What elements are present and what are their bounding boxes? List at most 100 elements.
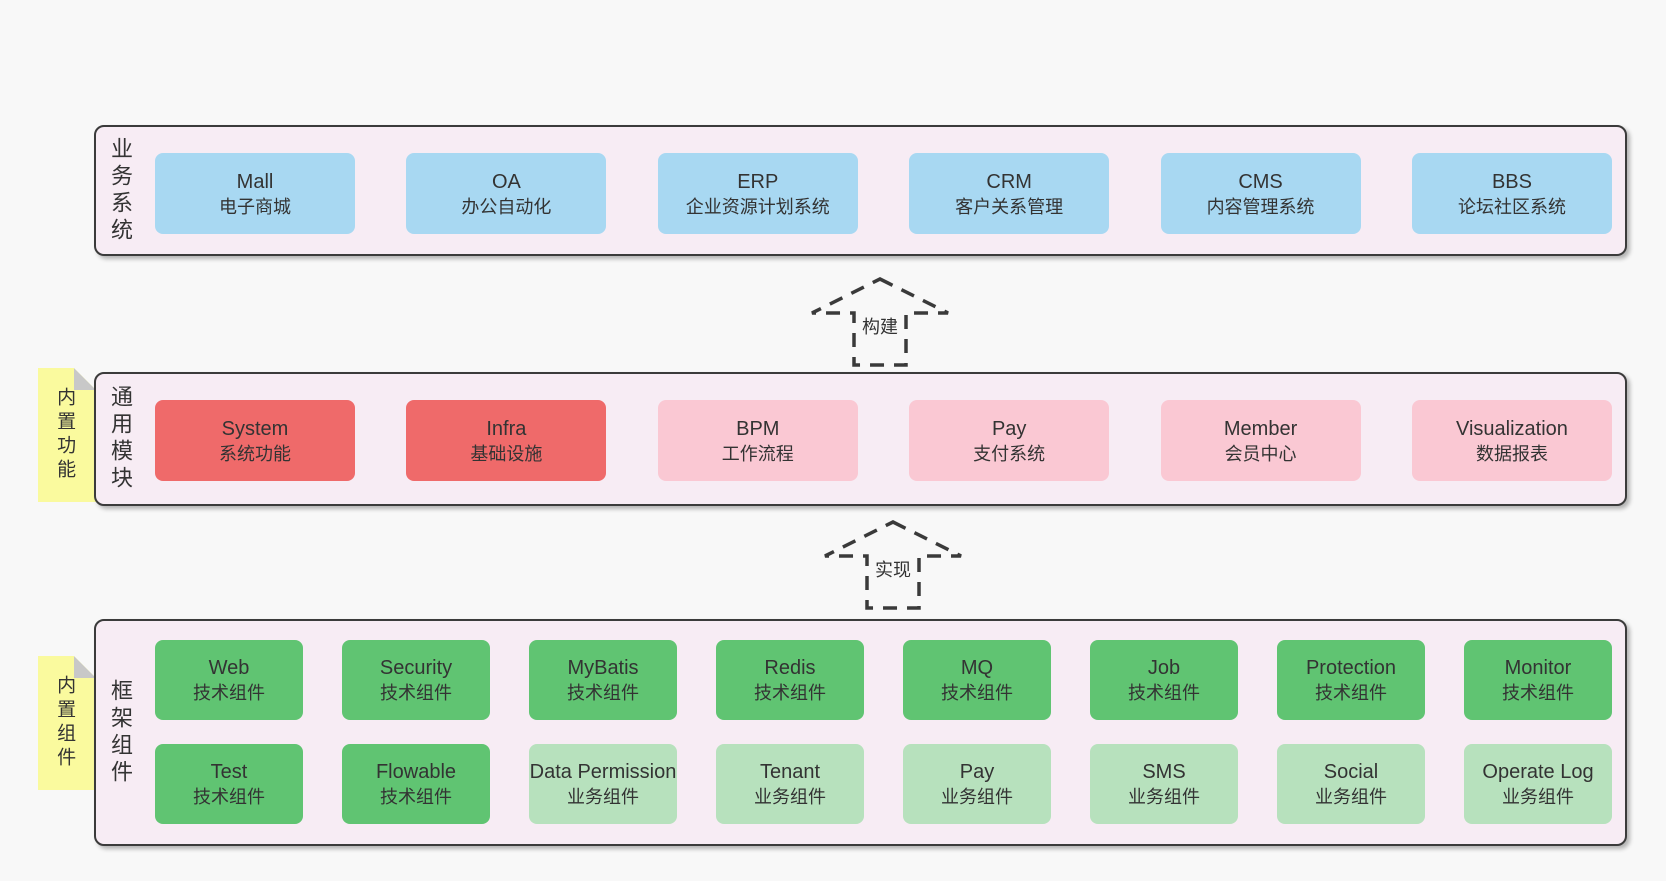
note-built-in-features: 内置功能	[38, 368, 96, 502]
box-web: Web 技术组件	[155, 640, 303, 720]
box-crm: CRM 客户关系管理	[909, 153, 1110, 234]
box-subtitle: 内容管理系统	[1206, 196, 1315, 217]
box-subtitle: 业务组件	[754, 787, 826, 807]
arrow-up-icon	[824, 520, 962, 610]
layer-common-modules: 通用模块 System 系统功能 Infra 基础设施 BPM 工作流程 Pay…	[94, 372, 1627, 506]
box-social: Social 业务组件	[1277, 744, 1425, 824]
box-visualization: Visualization 数据报表	[1411, 400, 1612, 481]
box-pay-component: Pay 业务组件	[903, 744, 1051, 824]
box-title: Mall	[236, 170, 274, 193]
box-subtitle: 支付系统	[973, 443, 1046, 464]
layer-label: 框架组件	[108, 678, 133, 787]
note-built-in-components: 内置组件	[38, 656, 96, 790]
box-subtitle: 企业资源计划系统	[685, 196, 830, 217]
layer-label: 业务系统	[108, 136, 133, 245]
box-test: Test 技术组件	[155, 744, 303, 824]
box-subtitle: 技术组件	[193, 683, 265, 703]
arrow-up-icon	[811, 277, 949, 367]
box-title: Protection	[1305, 657, 1397, 679]
box-subtitle: 业务组件	[941, 787, 1013, 807]
box-subtitle: 办公自动化	[461, 196, 552, 217]
box-oa: OA 办公自动化	[406, 153, 607, 234]
box-mq: MQ 技术组件	[903, 640, 1051, 720]
box-job: Job 技术组件	[1090, 640, 1238, 720]
box-subtitle: 数据报表	[1475, 443, 1548, 464]
box-title: Infra	[486, 417, 527, 440]
note-label: 内置组件	[54, 675, 76, 771]
box-title: MQ	[960, 657, 994, 679]
box-subtitle: 技术组件	[193, 787, 265, 807]
box-subtitle: 基础设施	[470, 443, 543, 464]
box-title: Pay	[991, 417, 1027, 440]
layer-business-systems: 业务系统 Mall 电子商城 OA 办公自动化 ERP 企业资源计划系统 CRM…	[94, 125, 1627, 256]
box-subtitle: 技术组件	[380, 683, 452, 703]
box-title: OA	[491, 170, 521, 193]
box-title: SMS	[1142, 761, 1186, 783]
box-subtitle: 技术组件	[941, 683, 1013, 703]
box-subtitle: 技术组件	[567, 683, 639, 703]
box-subtitle: 业务组件	[567, 787, 639, 807]
box-cms: CMS 内容管理系统	[1160, 153, 1361, 234]
box-subtitle: 系统功能	[219, 443, 291, 464]
note-label: 内置功能	[54, 387, 76, 483]
box-title: BBS	[1491, 170, 1532, 193]
box-subtitle: 电子商城	[219, 196, 291, 217]
box-mybatis: MyBatis 技术组件	[529, 640, 677, 720]
box-subtitle: 客户关系管理	[955, 196, 1064, 217]
box-subtitle: 业务组件	[1315, 787, 1387, 807]
box-protection: Protection 技术组件	[1277, 640, 1425, 720]
box-subtitle: 技术组件	[1128, 683, 1200, 703]
arrow-label: 构建	[859, 313, 901, 339]
box-subtitle: 技术组件	[754, 683, 826, 703]
box-pay-module: Pay 支付系统	[909, 400, 1110, 481]
box-title: CRM	[986, 170, 1032, 193]
box-system: System 系统功能	[155, 400, 355, 481]
box-title: Job	[1147, 657, 1181, 679]
box-sms: SMS 业务组件	[1090, 744, 1238, 824]
box-title: Web	[208, 657, 250, 679]
box-redis: Redis 技术组件	[716, 640, 864, 720]
arrow-build: 构建	[810, 277, 950, 367]
box-title: Operate Log	[1482, 761, 1594, 783]
box-flowable: Flowable 技术组件	[342, 744, 490, 824]
box-monitor: Monitor 技术组件	[1464, 640, 1612, 720]
box-title: Monitor	[1504, 657, 1572, 679]
box-subtitle: 业务组件	[1502, 787, 1574, 807]
box-title: Social	[1323, 761, 1379, 783]
box-title: System	[221, 417, 289, 440]
box-subtitle: 工作流程	[721, 443, 794, 464]
arrow-label: 实现	[872, 556, 914, 582]
arrow-implement: 实现	[823, 520, 963, 610]
box-subtitle: 论坛社区系统	[1457, 196, 1566, 217]
box-subtitle: 业务组件	[1128, 787, 1200, 807]
box-title: Visualization	[1455, 417, 1568, 440]
box-title: Data Permission	[529, 761, 677, 783]
box-subtitle: 技术组件	[1315, 683, 1387, 703]
box-subtitle: 会员中心	[1224, 443, 1297, 464]
box-title: Test	[210, 761, 248, 783]
box-infra: Infra 基础设施	[406, 400, 607, 481]
box-erp: ERP 企业资源计划系统	[657, 153, 858, 234]
box-security: Security 技术组件	[342, 640, 490, 720]
layer-framework-components: 框架组件 Web 技术组件 Security 技术组件 MyBatis 技术组件…	[94, 619, 1627, 846]
box-data-permission: Data Permission 业务组件	[529, 744, 677, 824]
box-title: Tenant	[759, 761, 821, 783]
box-title: Redis	[764, 657, 816, 679]
box-title: Pay	[959, 761, 995, 783]
box-title: Member	[1223, 417, 1298, 440]
box-title: Security	[379, 657, 453, 679]
box-title: MyBatis	[567, 657, 639, 679]
box-title: ERP	[737, 170, 779, 193]
box-bpm: BPM 工作流程	[657, 400, 858, 481]
box-member: Member 会员中心	[1160, 400, 1361, 481]
box-tenant: Tenant 业务组件	[716, 744, 864, 824]
box-operate-log: Operate Log 业务组件	[1464, 744, 1612, 824]
box-title: BPM	[736, 417, 780, 440]
box-bbs: BBS 论坛社区系统	[1411, 153, 1612, 234]
box-mall: Mall 电子商城	[155, 153, 355, 234]
box-title: CMS	[1238, 170, 1283, 193]
box-subtitle: 技术组件	[380, 787, 452, 807]
box-title: Flowable	[375, 761, 457, 783]
layer-label: 通用模块	[108, 385, 133, 493]
